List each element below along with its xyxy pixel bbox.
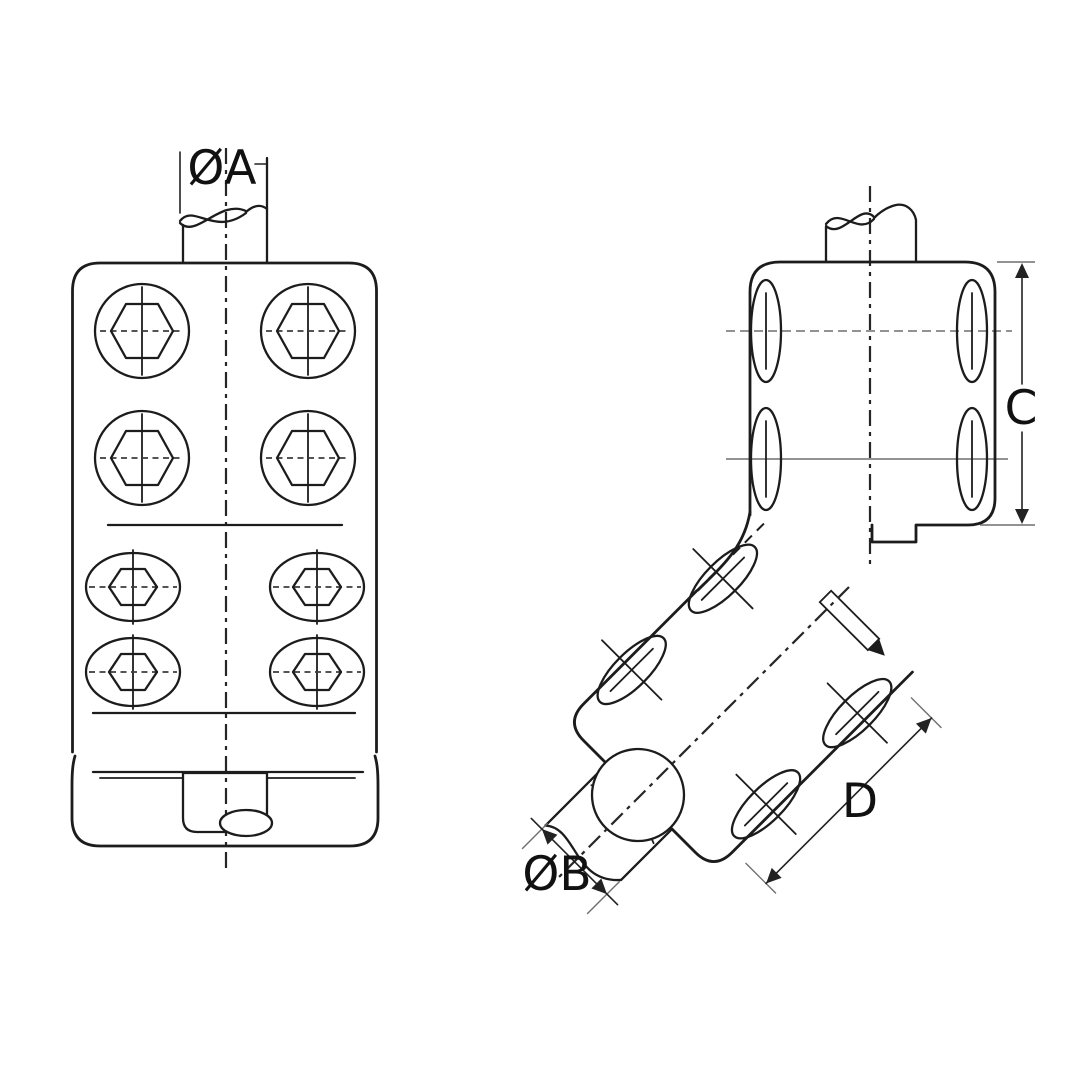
bolt-large — [93, 409, 191, 507]
cable-stub-side — [824, 203, 918, 264]
dim-a: ØA — [179, 141, 267, 214]
cable-cross-section — [590, 747, 686, 843]
dim-d-line — [765, 717, 933, 885]
bolt-small — [268, 548, 366, 626]
arm-axis-centerline — [558, 586, 850, 878]
dim-label-height: C — [1005, 381, 1038, 436]
front-view: ØA — [70, 141, 380, 868]
bolt-recess-oval — [794, 650, 920, 776]
elbow-fillet — [696, 510, 752, 592]
bolt-recess-oval — [703, 741, 829, 867]
dim-label-arm-length: D — [842, 774, 878, 829]
arm-dimensions — [521, 697, 942, 915]
dim-label-cable-diameter-front: ØA — [187, 141, 256, 196]
joint-plate-hatched — [818, 589, 881, 652]
side-view: C ØB D — [521, 186, 1038, 915]
dim-c: C — [980, 261, 1038, 526]
bolt-large — [93, 282, 191, 380]
side-upper-block — [748, 260, 997, 544]
bolt-large — [259, 282, 357, 380]
cable-stub-front — [178, 156, 269, 264]
bolt-recess-oval — [660, 516, 786, 642]
bolt-large — [259, 409, 357, 507]
bolt-small — [268, 633, 366, 711]
bolt-recess-oval — [569, 607, 695, 733]
dim-label-cable-diameter-side: ØB — [522, 847, 591, 902]
bolt-small — [84, 633, 182, 711]
front-base-hole — [218, 808, 274, 838]
front-body-outline — [71, 261, 378, 754]
cable-break-line — [544, 824, 623, 882]
front-base-cap — [70, 754, 380, 848]
bolt-small — [84, 548, 182, 626]
joint-plate-tip — [867, 638, 885, 656]
